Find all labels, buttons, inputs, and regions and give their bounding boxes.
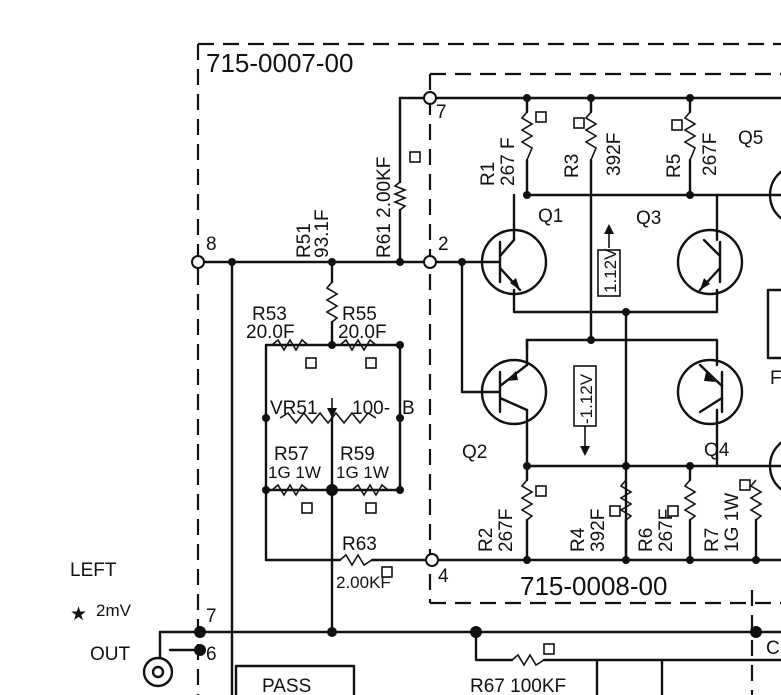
terminal-label-2: 2	[438, 234, 449, 255]
resistor-symbols	[271, 111, 763, 667]
left-channel-label: LEFT	[70, 560, 117, 581]
board-outlines	[196, 42, 781, 695]
marker-squares	[301, 111, 751, 655]
r7-label: R7	[702, 528, 723, 552]
terminal-label-7: 7	[436, 102, 447, 123]
vr51-value: 100-	[352, 398, 390, 419]
voltage-negative: -1.12V	[577, 373, 596, 424]
r5-label: R5	[664, 154, 685, 178]
terminal-label-7b: 7	[206, 606, 217, 627]
r2-value: 267F	[496, 509, 517, 552]
voltage-markers	[573, 224, 621, 456]
r3-value: 392F	[604, 133, 625, 176]
junction-dots	[194, 94, 762, 656]
terminal-nodes	[191, 91, 439, 567]
star-icon: ★	[70, 604, 87, 625]
voltage-positive: 1.12V	[601, 248, 620, 293]
r6-value: 267F	[656, 509, 677, 552]
wiring	[158, 96, 781, 695]
r57-value: 1G 1W	[268, 463, 321, 482]
terminal-label-6: 6	[206, 644, 217, 665]
cut-label-f: F	[770, 368, 781, 389]
r4-value: 392F	[588, 509, 609, 552]
r1-value: 267 F	[498, 137, 519, 186]
board-label-upper: 715-0007-00	[206, 48, 353, 78]
q1-label: Q1	[538, 206, 563, 227]
pass-label: PASS	[262, 676, 311, 695]
r7-value: 1G 1W	[722, 493, 743, 552]
r63-value: 2.00KF	[336, 573, 391, 592]
r53-value: 20.0F	[246, 322, 295, 343]
cut-label-c: C	[766, 638, 780, 659]
signal-level: 2mV	[96, 601, 132, 620]
labels: 7 2 4 8 7 6 R1 267 F R3 392F R5 267F R61…	[70, 102, 781, 695]
q4-label: Q4	[704, 440, 730, 461]
transistor-q5-partial	[768, 170, 781, 491]
board-label-lower: 715-0008-00	[520, 571, 667, 601]
r53-label: R53	[252, 304, 287, 325]
r5-value: 267F	[700, 133, 721, 176]
r63-label: R63	[342, 534, 377, 555]
r59-label: R59	[340, 444, 375, 465]
r51-value: 93.1F	[312, 209, 333, 258]
r59-value: 1G 1W	[336, 463, 389, 482]
right-partial-box	[766, 288, 781, 360]
r3-label: R3	[562, 154, 583, 178]
terminal-label-8: 8	[206, 234, 217, 255]
r2-label: R2	[476, 528, 497, 552]
pass-box	[234, 664, 356, 695]
r55-label: R55	[342, 304, 377, 325]
vr51-label: VR51	[270, 398, 318, 419]
terminal-label-4: 4	[438, 566, 449, 587]
r6-label: R6	[636, 528, 657, 552]
transistor-q3	[676, 228, 744, 296]
r67-label: R67 100KF	[470, 676, 566, 695]
transistor-q4	[676, 358, 744, 426]
q3-label: Q3	[636, 208, 661, 229]
q5-label: Q5	[738, 128, 763, 149]
r4-label: R4	[568, 527, 589, 552]
r57-label: R57	[274, 444, 309, 465]
r51-label: R51	[294, 223, 315, 258]
r1-label: R1	[478, 162, 499, 186]
out-label: OUT	[90, 644, 131, 665]
vr51-tap: B	[402, 398, 415, 419]
transistor-q2	[478, 358, 548, 426]
transistor-q1	[478, 228, 548, 296]
q2-label: Q2	[462, 442, 487, 463]
r55-value: 20.0F	[338, 322, 387, 343]
out-jack	[142, 630, 174, 688]
r61-label: R61 2.00KF	[374, 157, 395, 258]
